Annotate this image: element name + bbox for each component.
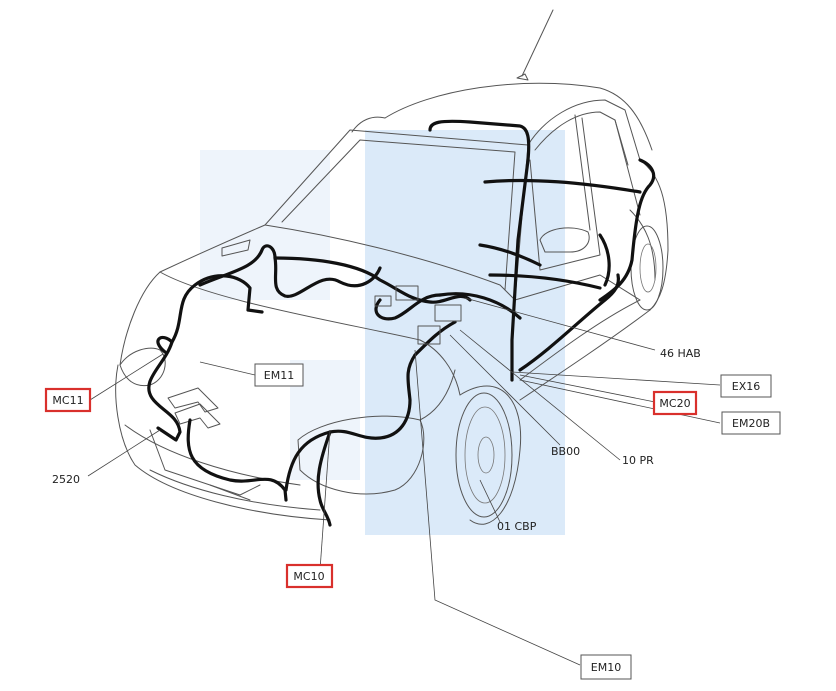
label-01cbp-text: 01 CBP	[497, 520, 537, 533]
label-em20b: EM20B	[721, 411, 781, 435]
connector-modules	[374, 285, 462, 345]
label-mc11: MC11	[44, 387, 92, 413]
label-bb00-text: BB00	[551, 445, 580, 458]
label-em11: EM11	[254, 363, 304, 387]
label-01cbp: 01 CBP	[497, 520, 537, 533]
label-ex16-text: EX16	[732, 380, 760, 393]
label-mc20: MC20	[652, 390, 698, 416]
leader-lines	[87, 297, 721, 666]
label-em10-text: EM10	[591, 661, 621, 674]
label-46hab: 46 HAB	[660, 347, 701, 360]
label-10pr: 10 PR	[622, 454, 654, 467]
label-mc10-text: MC10	[293, 570, 324, 583]
label-em11-text: EM11	[264, 369, 294, 382]
label-10pr-text: 10 PR	[622, 454, 654, 467]
label-em20b-text: EM20B	[732, 417, 770, 430]
label-bb00: BB00	[551, 445, 580, 458]
label-2520-text: 2520	[52, 473, 80, 486]
label-ex16: EX16	[720, 374, 772, 398]
label-em10: EM10	[580, 654, 632, 680]
label-mc20-text: MC20	[659, 397, 690, 410]
label-46hab-text: 46 HAB	[660, 347, 701, 360]
label-mc11-text: MC11	[52, 394, 83, 407]
label-mc10: MC10	[285, 563, 334, 589]
label-2520: 2520	[52, 473, 80, 486]
